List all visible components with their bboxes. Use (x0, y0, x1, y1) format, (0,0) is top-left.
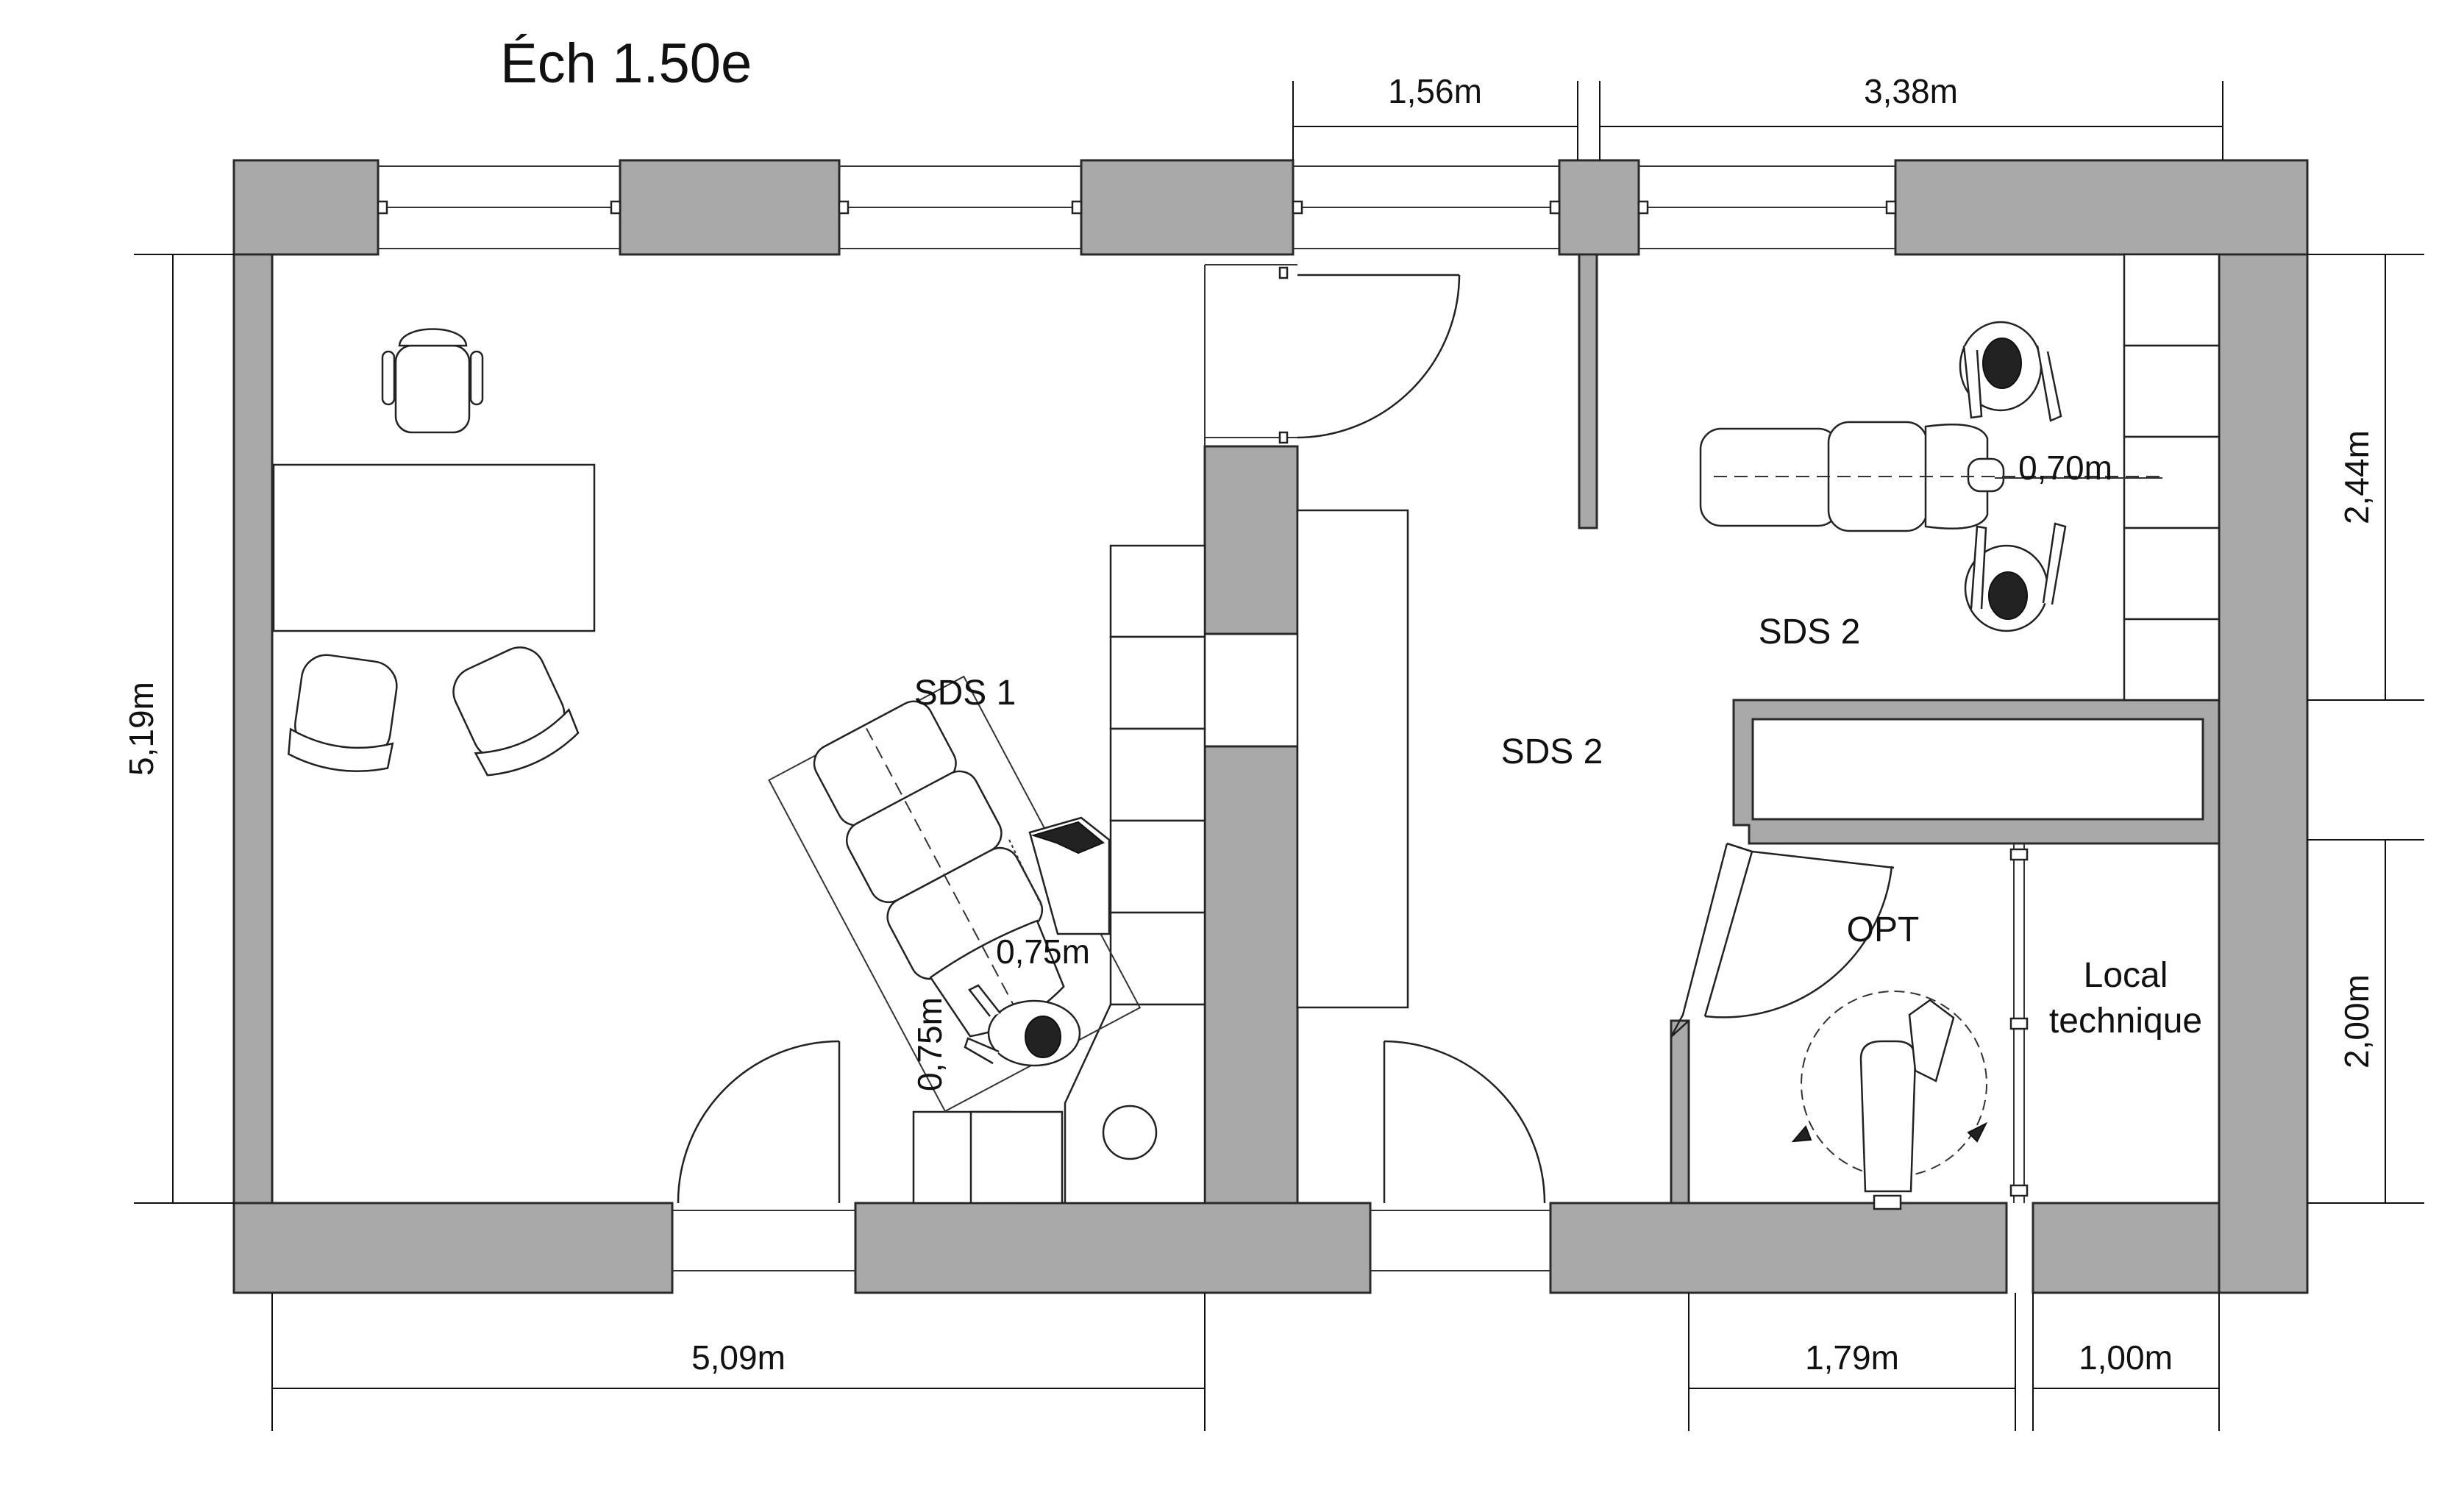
plan-title: Éch 1.50e (500, 32, 752, 95)
opt-arrow-left (1791, 1125, 1812, 1143)
cabinet-3 (1109, 727, 1206, 822)
dim-top-right: 3,38m (1864, 72, 1958, 110)
dimension-lines (134, 81, 2424, 1431)
room-label-sds1: SDS 1 (914, 674, 1016, 713)
wall-top-2 (619, 159, 841, 256)
office-desk (272, 463, 596, 632)
window-1 (377, 165, 622, 249)
office-furniture (272, 328, 596, 777)
door-bottom-left (672, 1040, 855, 1271)
opt-rotation-circle (1801, 991, 1987, 1177)
sink-basin (1102, 1105, 1158, 1160)
wall-bottom-4 (2032, 1202, 2221, 1294)
opt-furniture (1791, 991, 1988, 1210)
dental-unit-sds1 (1008, 816, 1111, 935)
armchair-right (452, 646, 580, 777)
cabinet-2 (1109, 635, 1206, 730)
dim-right-bottom: 2,00m (2337, 974, 2376, 1068)
clearance-sds2: 0,70m (2018, 449, 2112, 487)
dim-left: 5,19m (122, 682, 160, 776)
dim-right-top: 2,44m (2337, 430, 2376, 524)
walls (232, 159, 2309, 1294)
dentist-figure-sds1 (964, 984, 1081, 1067)
opt-machine (1859, 999, 1955, 1210)
dim-top-left: 1,56m (1388, 72, 1482, 110)
wall-top-5 (1894, 159, 2309, 256)
wall-central-upper (1203, 445, 1299, 635)
room-label-local-1: Local (2084, 956, 2168, 995)
room-label-opt: OPT (1847, 910, 1920, 949)
clearance-sds1-right: 0,75m (996, 932, 1090, 971)
sds2-furniture (1699, 253, 2221, 702)
room-label-sds2: SDS 2 (1759, 613, 1861, 652)
window-2 (838, 165, 1083, 249)
cabinet-1 (1109, 544, 1206, 638)
cabinet-5 (1109, 911, 1206, 1006)
wall-central-lower (1203, 745, 1299, 1205)
door-local (2009, 843, 2029, 1203)
wall-bottom-1 (232, 1202, 674, 1294)
shelf-5 (2123, 618, 2221, 702)
shelf-4 (2123, 527, 2221, 621)
wall-left (232, 253, 274, 1205)
wall-top-3 (1080, 159, 1295, 256)
office-chair (381, 328, 484, 434)
doors (672, 264, 2029, 1271)
clearance-sds1-bottom: 0,75m (911, 997, 949, 1091)
cabinet-4 (1109, 819, 1206, 914)
dim-bottom-left: 5,09m (691, 1338, 786, 1377)
corridor-counter (1296, 509, 1409, 1009)
cabinet-low-2 (969, 1110, 1064, 1205)
wall-bottom-2 (854, 1202, 1372, 1294)
labels: Éch 1.50e 1,56m 3,38m 5,19m 2,44m 2,00m … (122, 32, 2376, 1377)
wall-thin-partition (1578, 253, 1598, 529)
opt-arrow-right (1967, 1121, 1988, 1143)
windows (377, 165, 1897, 249)
shelf-1 (2123, 253, 2221, 347)
window-4 (1637, 165, 1897, 249)
sds1-furniture (768, 544, 1206, 1205)
corridor-furniture (1296, 509, 1409, 1009)
room-label-sds2-corridor: SDS 2 (1501, 732, 1603, 771)
door-top (1204, 264, 1461, 446)
person-figure-sds2-top (1959, 321, 2062, 422)
door-bottom-mid (1370, 1040, 1550, 1271)
wall-bottom-3 (1549, 1202, 2008, 1294)
wall-top-1 (232, 159, 380, 256)
opt-inner-cabinet (1751, 718, 2204, 821)
dental-chair-sds2 (1699, 421, 2162, 532)
wall-right (2218, 253, 2309, 1294)
dim-bottom-right: 1,00m (2079, 1338, 2173, 1377)
window-3 (1292, 165, 1561, 249)
dim-bottom-mid: 1,79m (1805, 1338, 1899, 1377)
door-opt (1670, 842, 1895, 1038)
cabinet-corner (1064, 1003, 1206, 1205)
armchair-left (288, 654, 398, 772)
shelf-3 (2123, 435, 2221, 529)
person-figure-sds2-bottom (1964, 522, 2067, 632)
room-label-local-2: technique (2049, 1002, 2202, 1041)
wall-top-4 (1558, 159, 1640, 256)
shelf-2 (2123, 344, 2221, 438)
wall-opt-left-lower (1670, 1019, 1690, 1205)
